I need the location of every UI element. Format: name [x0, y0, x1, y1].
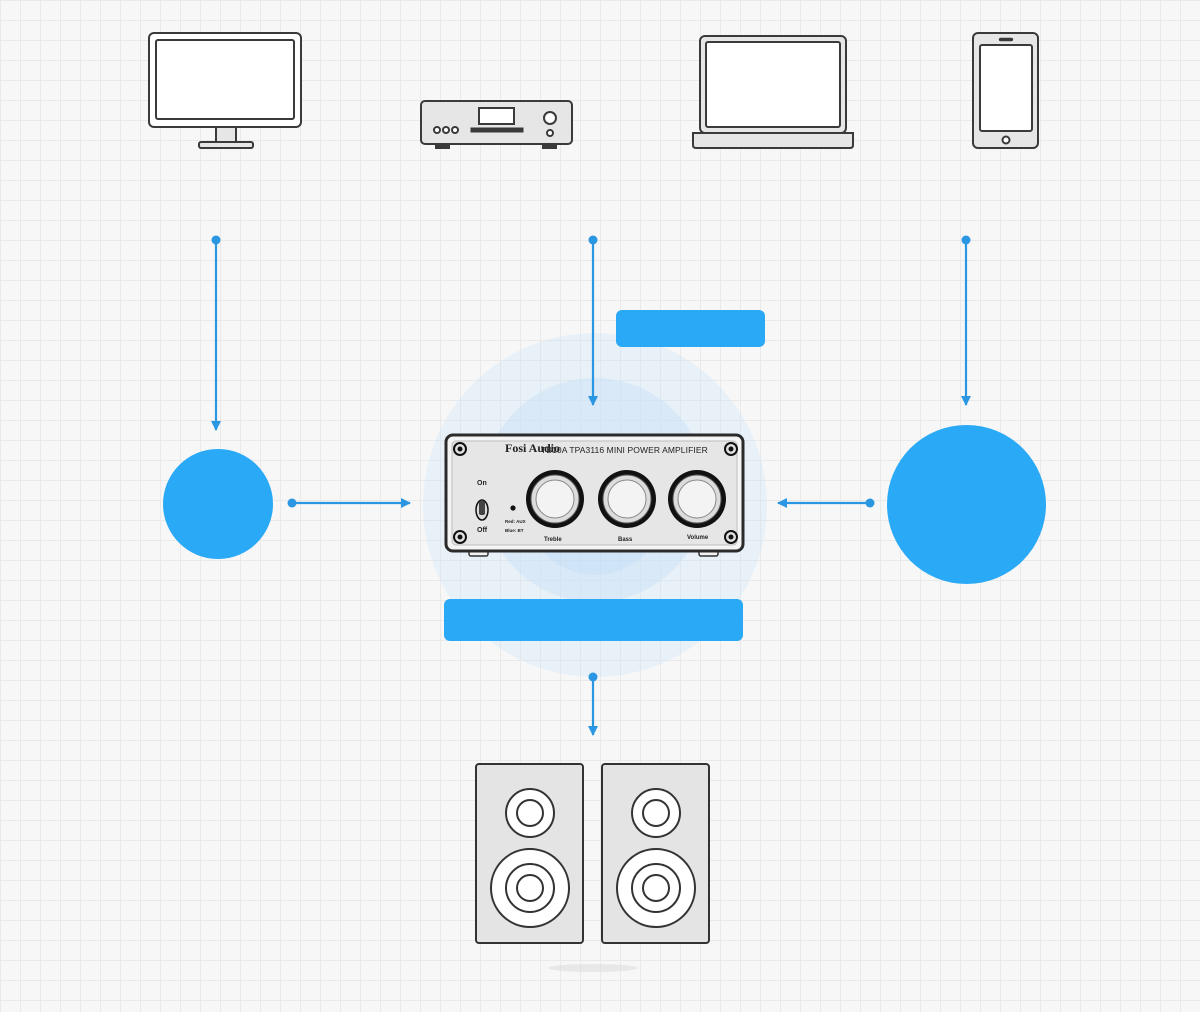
power-toggle-switch: [475, 499, 489, 521]
bass-label: Bass: [618, 537, 633, 543]
left-input-circle: [163, 449, 273, 559]
volume-knob: [668, 470, 726, 528]
speaker-icon: [601, 763, 710, 944]
amp-screw: [453, 442, 738, 544]
right-input-circle: [887, 425, 1046, 584]
status-led: [510, 505, 516, 511]
amp-brand: Fosi Audio: [505, 441, 561, 455]
monitor-icon: [148, 32, 302, 149]
connector-dot: [588, 235, 598, 245]
smartphone-icon: [972, 32, 1039, 149]
switch-on-label: On: [477, 480, 487, 487]
led-blue-label: Blue: BT: [505, 528, 524, 533]
amp-model: TB10A TPA3116 MINI POWER AMPLIFIER: [541, 445, 708, 455]
bass-knob: [598, 470, 656, 528]
connector-dot: [865, 498, 875, 508]
speaker-icon: [475, 763, 584, 944]
connector-dot: [961, 235, 971, 245]
switch-off-label: Off: [477, 527, 488, 534]
led-red-label: Red: AUX: [505, 519, 526, 524]
treble-label: Treble: [544, 537, 562, 543]
treble-knob: [526, 470, 584, 528]
cd-player-icon: [420, 100, 573, 149]
volume-label: Volume: [687, 535, 709, 541]
connector-dot: [588, 672, 598, 682]
connector-dot: [211, 235, 221, 245]
bottom-label-box: [444, 599, 743, 641]
top-label-box: [616, 310, 765, 347]
laptop-icon: [692, 35, 854, 149]
connector-dot: [287, 498, 297, 508]
